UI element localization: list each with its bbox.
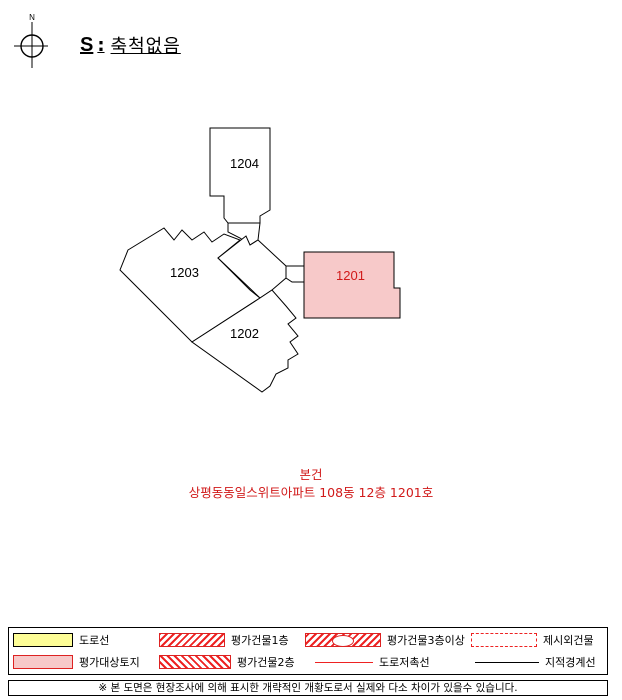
header-colon: : bbox=[97, 34, 105, 56]
unit-1202-outline bbox=[191, 289, 299, 393]
legend-boundary: 지적경계선 bbox=[475, 654, 596, 670]
corridor-east bbox=[285, 265, 305, 283]
legend-excluded: 제시외건물 bbox=[471, 632, 594, 648]
unit-1204-outline bbox=[209, 127, 271, 224]
setback-line-swatch bbox=[315, 661, 373, 663]
legend-land: 평가대상토지 bbox=[13, 654, 140, 670]
legend-floor2-label: 평가건물2층 bbox=[237, 656, 295, 669]
legend-setback-label: 도로저촉선 bbox=[379, 656, 430, 669]
land-swatch bbox=[13, 655, 73, 669]
north-compass-icon: N bbox=[14, 13, 48, 68]
unit-1203-label: 1203 bbox=[170, 265, 199, 280]
drawing-header: S : 축척없음 bbox=[80, 30, 181, 60]
floor1-swatch bbox=[159, 633, 225, 647]
road-swatch bbox=[13, 633, 73, 647]
legend-road-label: 도로선 bbox=[79, 634, 110, 647]
legend-floor1: 평가건물1층 bbox=[159, 632, 289, 648]
scale-label: 축척없음 bbox=[110, 36, 181, 57]
legend-floor1-label: 평가건물1층 bbox=[231, 634, 289, 647]
unit-1201-label: 1201 bbox=[336, 268, 365, 283]
unit-1204-label: 1204 bbox=[230, 156, 259, 171]
disclaimer-notice: ※ 본 도면은 현장조사에 의해 표시한 개략적인 개황도로서 실제와 다소 차… bbox=[8, 680, 608, 696]
floor-plan: 1204 1203 1202 1201 bbox=[119, 127, 401, 393]
legend-road: 도로선 bbox=[13, 632, 109, 648]
legend-excluded-label: 제시외건물 bbox=[543, 634, 594, 647]
legend-floor3-label: 평가건물3층이상 bbox=[387, 634, 465, 647]
legend-box: 도로선 평가건물1층 평가건물3층이상 제시외건물 평가대상토지 평가건물2층 … bbox=[8, 627, 608, 675]
unit-1202-label: 1202 bbox=[230, 326, 259, 341]
caption-title: 본건 bbox=[299, 467, 323, 482]
legend-boundary-label: 지적경계선 bbox=[545, 656, 596, 669]
legend-land-label: 평가대상토지 bbox=[79, 656, 140, 669]
compass-north-label: N bbox=[29, 13, 35, 22]
excluded-swatch bbox=[471, 633, 537, 647]
unit-1201-outline bbox=[303, 251, 401, 319]
floor3-swatch bbox=[305, 633, 381, 647]
legend-setback: 도로저촉선 bbox=[315, 654, 430, 670]
caption-address: 상평동동일스위트아파트 108동 12층 1201호 bbox=[188, 485, 434, 500]
drawing-code: S bbox=[80, 33, 94, 56]
floor2-swatch bbox=[159, 655, 231, 669]
boundary-line-swatch bbox=[475, 661, 539, 663]
legend-floor2: 평가건물2층 bbox=[159, 654, 295, 670]
subject-caption: 본건 상평동동일스위트아파트 108동 12층 1201호 bbox=[0, 466, 622, 502]
legend-floor3: 평가건물3층이상 bbox=[305, 632, 465, 648]
